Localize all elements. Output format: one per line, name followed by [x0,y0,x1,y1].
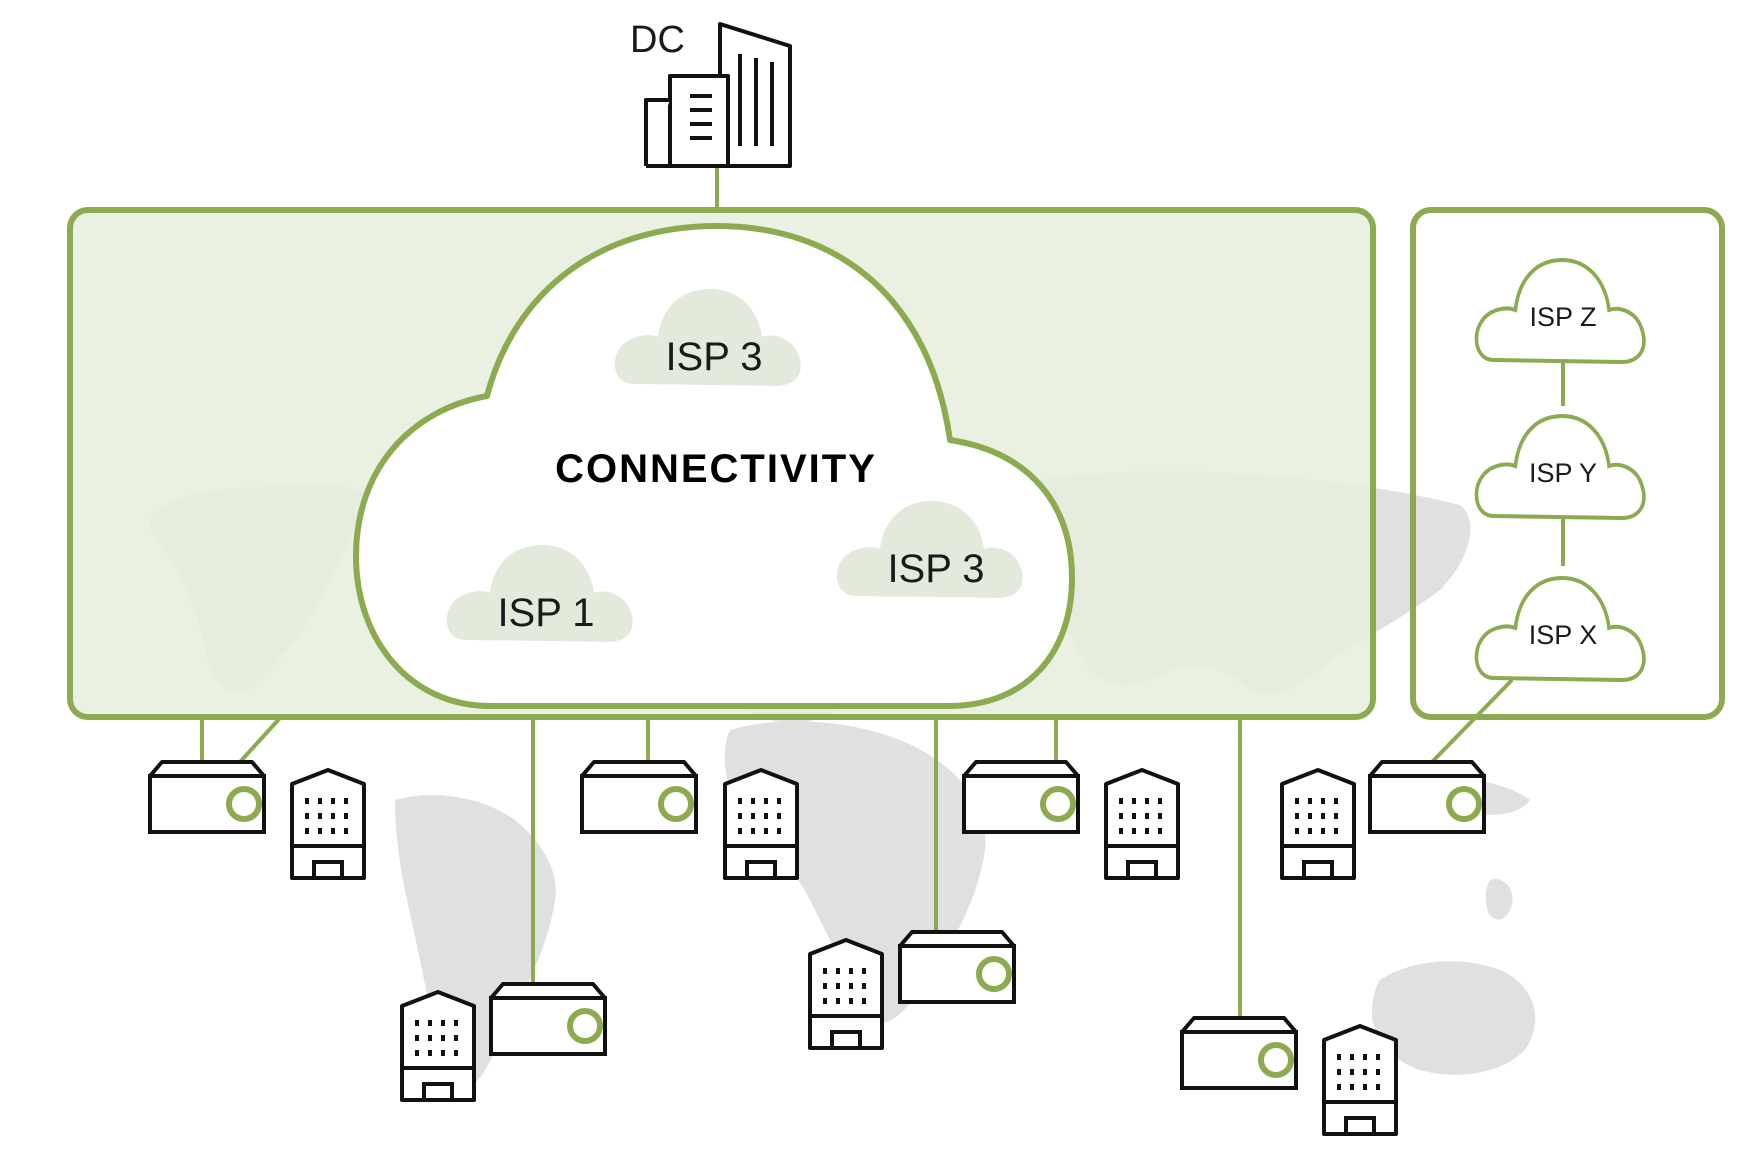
branch-building-icon [400,990,476,1102]
router-appliance-icon [964,762,1078,832]
router-appliance-icon [582,762,696,832]
branch-building-icon [723,768,799,880]
office-building-icon [644,22,792,168]
router-appliance-icon [491,984,605,1054]
branch-building-icon [1280,768,1356,880]
router-appliance-icon [1182,1018,1296,1088]
router-appliance-icon [1370,762,1484,832]
isp-y-label: ISP Y [1529,458,1597,488]
router-appliance-icon [150,762,264,832]
isp-label: ISP 3 [665,335,762,379]
isp-label: ISP 3 [887,547,984,591]
branch-building-icon [1104,768,1180,880]
isp-label: ISP 1 [497,591,594,635]
router-appliance-icon [900,932,1014,1002]
isp-z-label: ISP Z [1529,302,1596,332]
branch-building-icon [290,768,366,880]
connectivity-title: CONNECTIVITY [555,447,877,491]
isp-chain-panel [1410,207,1725,720]
isp-x-label: ISP X [1529,620,1598,650]
branch-building-icon [808,938,884,1050]
dc-label: DC [630,19,685,61]
branch-building-icon [1322,1024,1398,1136]
